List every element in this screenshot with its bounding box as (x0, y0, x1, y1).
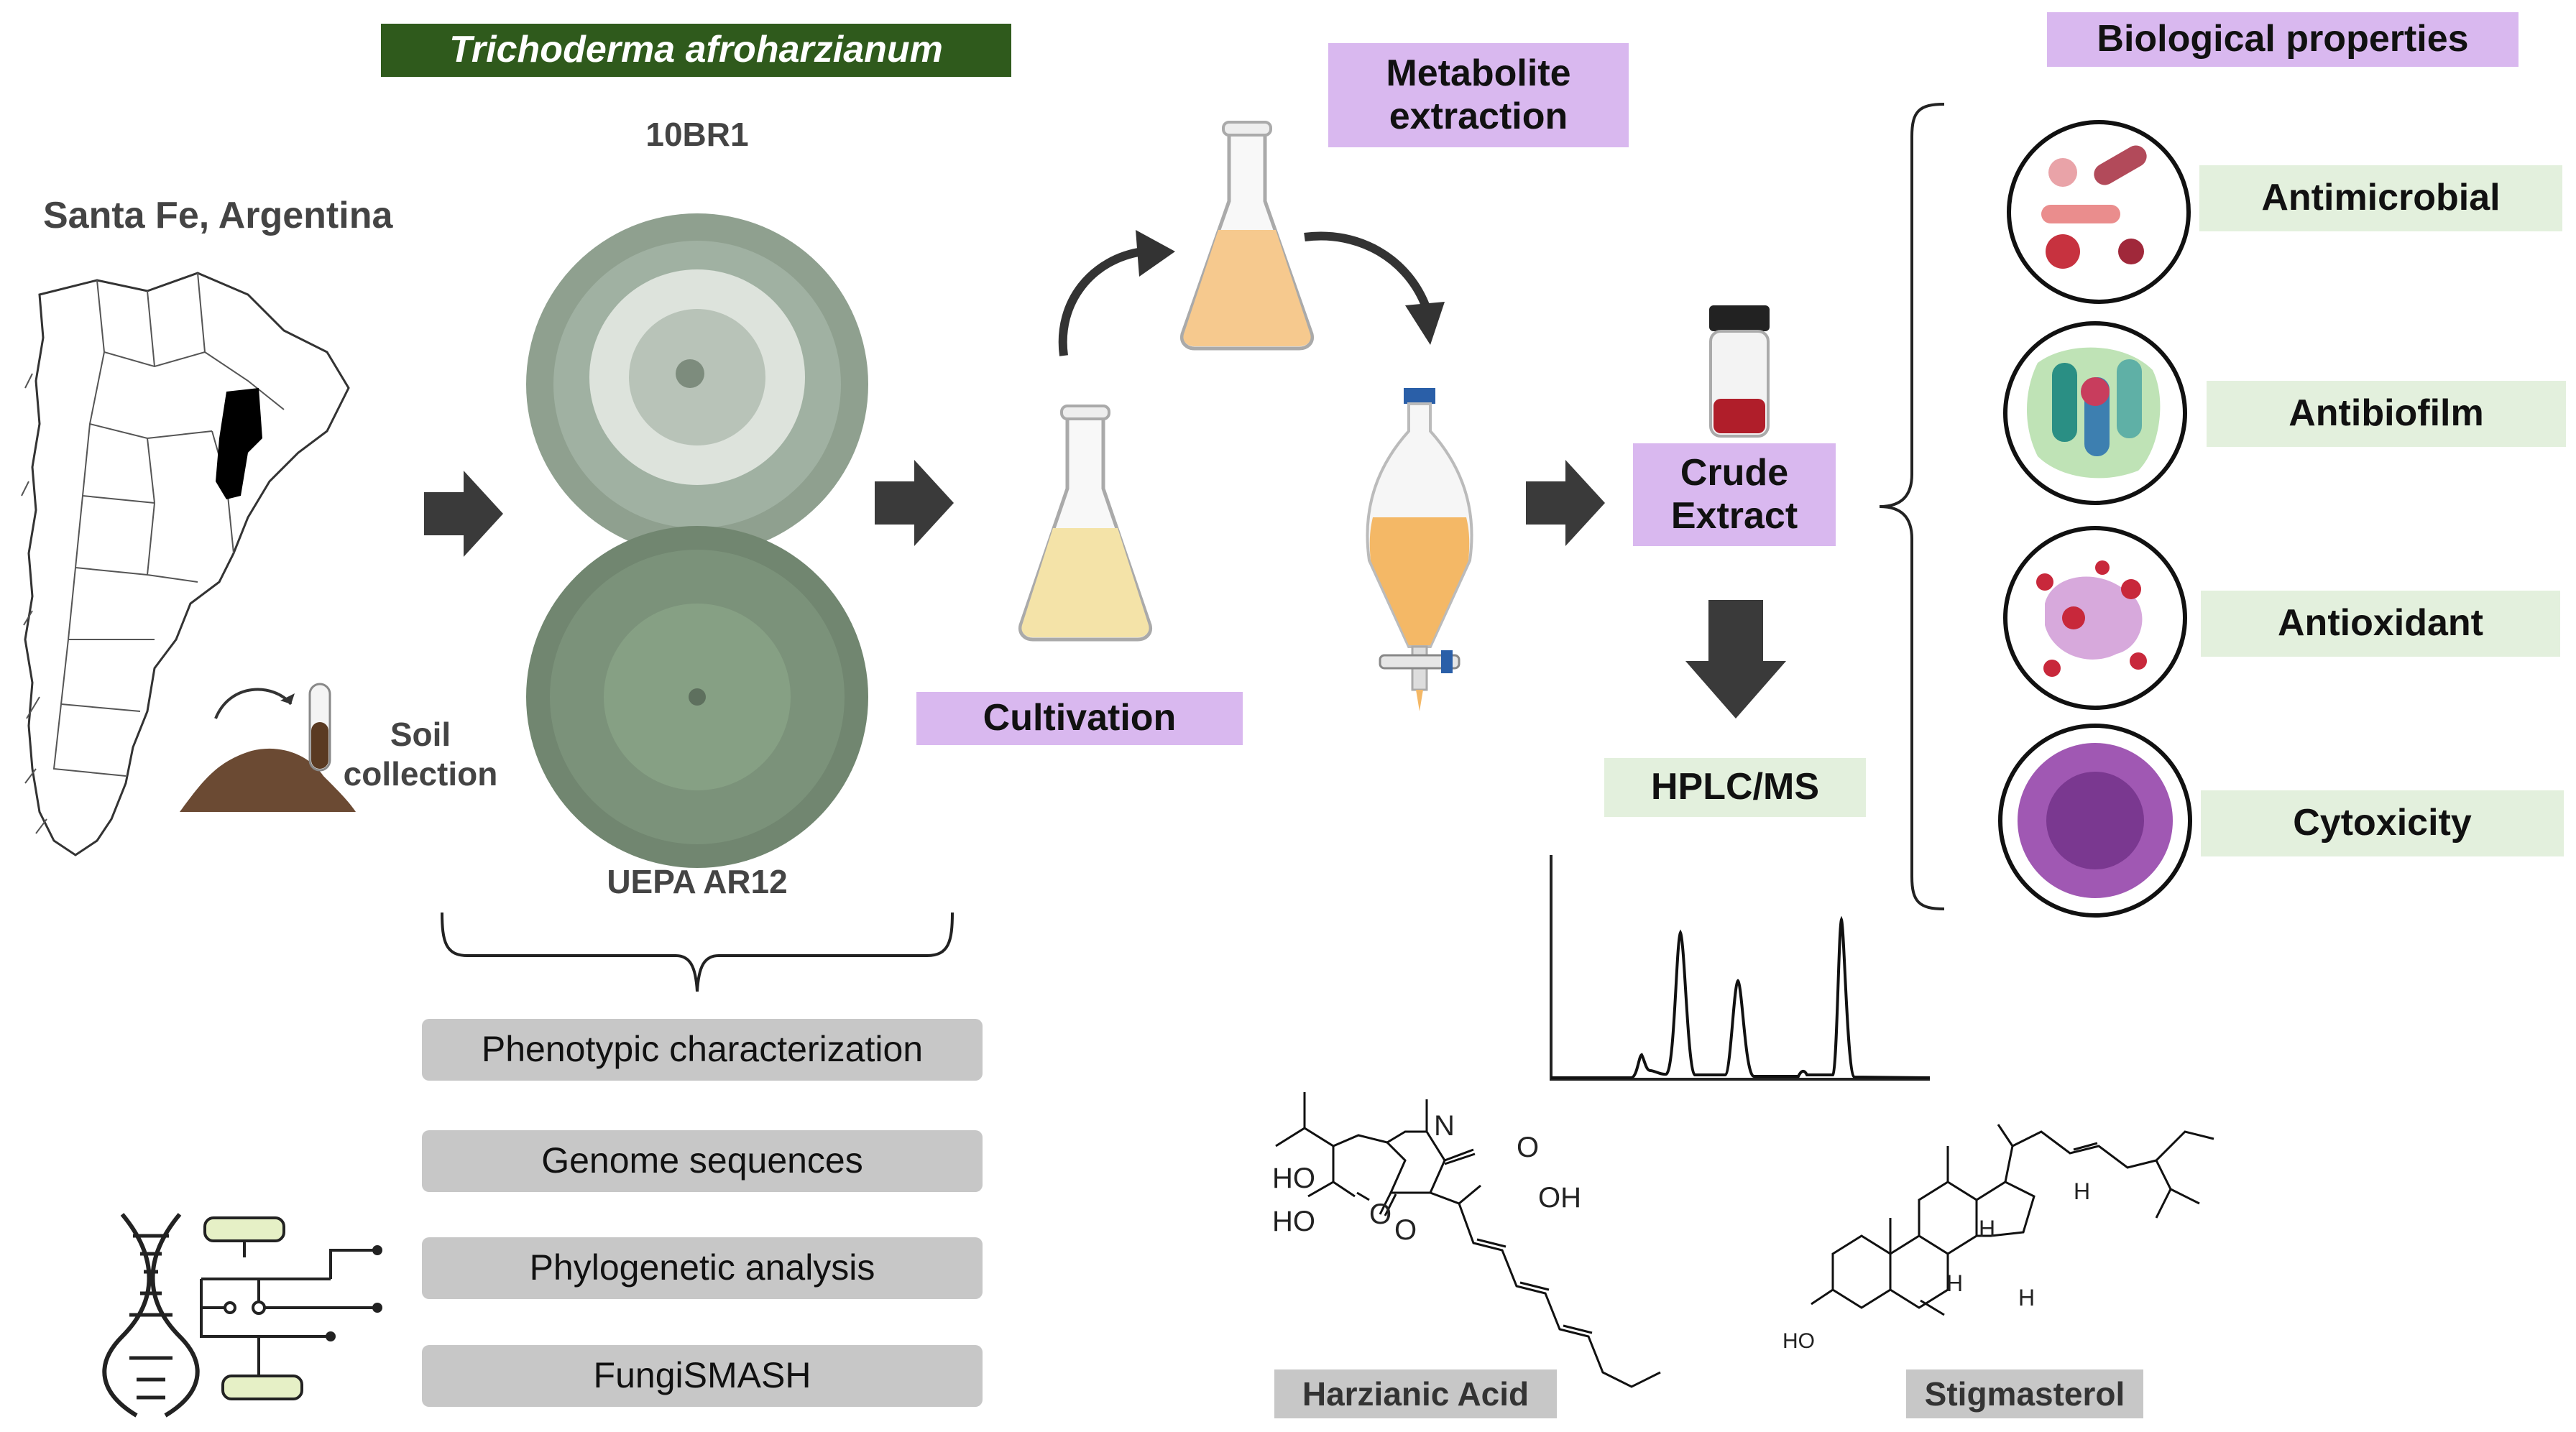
harzianic-acid-structure (1275, 1092, 1661, 1388)
petri-dish-10br1 (526, 213, 868, 555)
location-label: Santa Fe, Argentina (43, 195, 393, 236)
arrow-right-1 (424, 471, 503, 557)
flask-extraction (1179, 121, 1315, 351)
crude-extract-label: Crude Extract (1633, 443, 1836, 546)
bracket-strains (441, 912, 954, 992)
stigmasterol-label: H (1946, 1270, 1964, 1296)
arrow-right-2 (875, 460, 954, 546)
harzianic-label: O (1517, 1132, 1540, 1163)
stigmasterol-label: H (2074, 1178, 2091, 1204)
harzianic-label: HO (1272, 1206, 1315, 1237)
harzianic-label: O (1394, 1214, 1417, 1246)
dna-phylogeny-icon (102, 1213, 382, 1418)
cultivation-label: Cultivation (916, 692, 1243, 745)
harzianic-label: O (1369, 1198, 1392, 1230)
hplc-label: HPLC/MS (1604, 758, 1866, 817)
petri-dish-uepa-ar12 (526, 526, 868, 868)
antimicrobial-icon (2007, 120, 2191, 304)
arrow-down (1685, 600, 1786, 719)
characterization-item: Genome sequences (422, 1130, 983, 1192)
biological-properties-title: Biological properties (2047, 12, 2518, 67)
strain-label-2: UEPA AR12 (607, 863, 788, 900)
characterization-item: Phylogenetic analysis (422, 1237, 983, 1299)
strain-label-1: 10BR1 (645, 116, 749, 153)
santa-fe-region (216, 388, 262, 499)
soil-collection-label: Soil collection (343, 716, 498, 793)
property-antibiofilm: Antibiofilm (2207, 381, 2566, 447)
metabolite-extraction-label: Metabolite extraction (1328, 43, 1629, 147)
compound-name-stigmasterol: Stigmasterol (1906, 1369, 2143, 1418)
bracket-properties (1879, 103, 1945, 910)
separatory-funnel-icon (1366, 388, 1473, 711)
antioxidant-icon (2003, 526, 2187, 710)
property-cytoxicity: Cytoxicity (2201, 790, 2564, 856)
flask-cultivation (1018, 405, 1153, 642)
vial-icon (1709, 305, 1770, 438)
stigmasterol-label: H (1979, 1216, 1996, 1242)
test-tube-icon (308, 683, 331, 772)
arrow-right-3 (1526, 460, 1605, 546)
species-banner: Trichoderma afroharzianum (381, 24, 1011, 77)
antibiofilm-icon (2003, 321, 2187, 505)
characterization-item: FungiSMASH (422, 1345, 983, 1407)
argentina-map (21, 272, 350, 856)
property-antimicrobial: Antimicrobial (2199, 165, 2562, 231)
curved-arrow-down (1304, 231, 1445, 345)
property-antioxidant: Antioxidant (2201, 591, 2560, 657)
chromatogram (1550, 855, 1931, 1081)
characterization-item: Phenotypic characterization (422, 1019, 983, 1081)
harzianic-label: N (1434, 1110, 1455, 1142)
stigmasterol-structure (1811, 1124, 2214, 1316)
curved-arrow-up (1058, 230, 1175, 356)
cytotoxicity-icon (1998, 724, 2192, 918)
harzianic-label: OH (1538, 1182, 1581, 1214)
stigmasterol-label: HO (1782, 1329, 1815, 1353)
stigmasterol-label: H (2018, 1285, 2036, 1311)
harzianic-label: HO (1272, 1163, 1315, 1194)
compound-name-harzianic: Harzianic Acid (1274, 1369, 1557, 1418)
